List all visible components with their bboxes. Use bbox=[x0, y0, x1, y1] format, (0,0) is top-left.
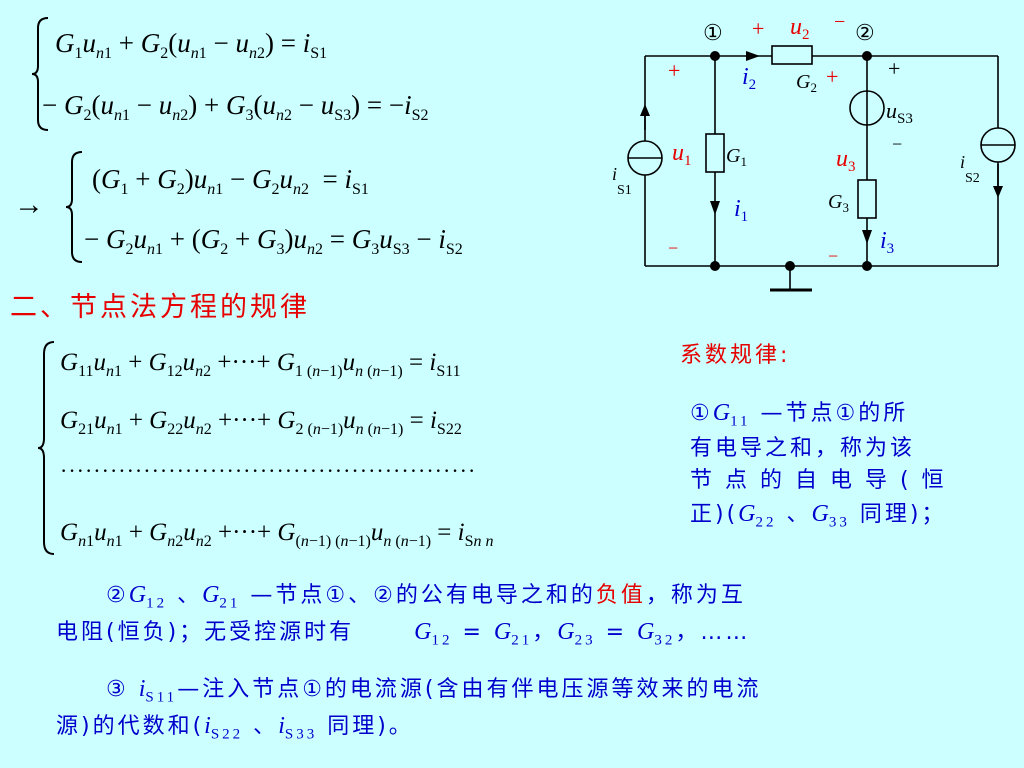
node-1-dot bbox=[710, 51, 720, 61]
svg-text:−: − bbox=[828, 246, 838, 266]
node-1-label: ① bbox=[703, 20, 723, 45]
rule-2: ②G12 、G21 —节点①、②的公有电导之和的负值，称为互 电阻(恒负)；无受… bbox=[56, 582, 751, 649]
brace-1 bbox=[31, 17, 49, 131]
current-source-is2-icon bbox=[980, 127, 1016, 198]
svg-text:+: + bbox=[826, 64, 838, 89]
label-u3: u3 bbox=[836, 146, 856, 175]
eq1-line1: G1un1 + G2(un1 − un2) = iS1 bbox=[55, 28, 328, 62]
arrow: → bbox=[14, 188, 44, 221]
section-heading: 二、节点法方程的规律 bbox=[10, 292, 310, 323]
eq2-line1: (G1 + G2)un1 − G2un2 = iS1 bbox=[92, 164, 369, 198]
label-i1: i1 bbox=[734, 196, 748, 225]
label-us3: uS3 bbox=[886, 98, 913, 127]
label-is2: iS2 bbox=[960, 152, 980, 186]
circuit-diagram: ① ② + u2 − + i2 G2 + + uS3 − u1 G1 u3 iS… bbox=[612, 11, 1016, 292]
svg-text:+: + bbox=[752, 16, 764, 41]
eq1-line2: − G2(un1 − un2) + G3(un2 − uS3) = −iS2 bbox=[42, 90, 429, 124]
rule-3: ③ iS11—注入节点①的电流源(含由有伴电压源等效来的电流 源)的代数和(iS… bbox=[56, 676, 762, 743]
label-i2: i2 bbox=[742, 64, 756, 93]
voltage-source-us3-icon bbox=[849, 90, 885, 126]
label-u2: u2 bbox=[790, 14, 810, 43]
current-source-is1-icon bbox=[627, 104, 663, 176]
arrow-i2-icon bbox=[746, 51, 760, 61]
label-i3: i3 bbox=[880, 228, 894, 257]
general-row-2: G21un1 + G22un2 +···+ G2 (n−1)un (n−1) =… bbox=[60, 407, 462, 438]
resistor-g2 bbox=[771, 45, 813, 65]
brace-3 bbox=[37, 341, 55, 555]
label-u1: u1 bbox=[672, 140, 692, 169]
svg-text:+: + bbox=[888, 56, 900, 81]
coef-rule-1: ①G11 —节点①的所 有电导之和，称为该 节 点 的 自 电 导 ( 恒 正)… bbox=[690, 400, 947, 531]
arrow-i3-icon bbox=[862, 230, 872, 244]
general-row-1: G11un1 + G12un2 +···+ G1 (n−1)un (n−1) =… bbox=[60, 349, 461, 380]
svg-text:−: − bbox=[668, 238, 678, 258]
svg-text:−: − bbox=[892, 134, 902, 154]
brace-2 bbox=[65, 151, 83, 263]
eq2-line2: − G2un1 + (G2 + G3)un2 = G3uS3 − iS2 bbox=[84, 224, 463, 258]
resistor-g3 bbox=[857, 179, 877, 219]
label-g2: G2 bbox=[796, 71, 817, 95]
node-2-label: ② bbox=[855, 20, 875, 45]
label-is1: iS1 bbox=[612, 164, 632, 198]
general-dots: ········································… bbox=[60, 458, 477, 483]
coef-title: 系数规律: bbox=[680, 343, 791, 368]
node-2-dot bbox=[862, 51, 872, 61]
label-g1: G1 bbox=[726, 145, 747, 169]
svg-text:+: + bbox=[668, 58, 680, 83]
arrow-i1-icon bbox=[710, 201, 720, 215]
resistor-g1 bbox=[705, 133, 725, 173]
svg-text:−: − bbox=[834, 11, 845, 33]
label-g3: G3 bbox=[828, 191, 849, 215]
general-row-4: Gn1un1 + Gn2un2 +···+ G(n−1) (n−1)un (n−… bbox=[60, 519, 494, 550]
